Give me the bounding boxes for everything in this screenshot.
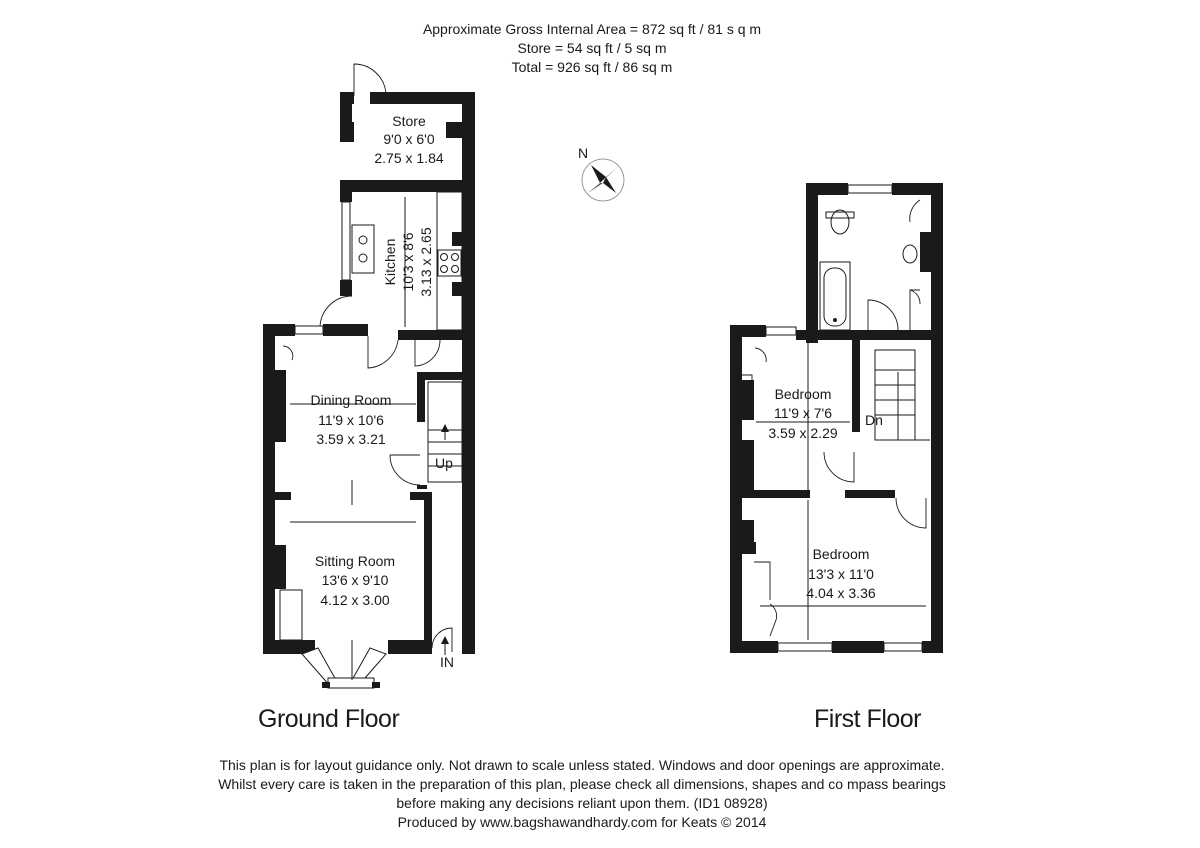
kitchen-metric: 3.13 x 2.65 (418, 227, 434, 296)
disclaimer: This plan is for layout guidance only. N… (0, 756, 1164, 832)
area-summary: Approximate Gross Internal Area = 872 sq… (0, 20, 1184, 77)
ground-floor-plan: Store 9'0 x 6'0 2.75 x 1.84 Kitchen 10'3… (263, 63, 475, 689)
dining-room-metric: 3.59 x 3.21 (316, 431, 385, 447)
sitting-room-metric: 4.12 x 3.00 (320, 592, 389, 608)
dining-room-name: Dining Room (311, 392, 392, 408)
kitchen-imperial: 10'3 x 8'6 (400, 232, 416, 291)
stairs-down-label: Dn (865, 412, 883, 428)
disclaimer-line-3: before making any decisions reliant upon… (396, 795, 768, 811)
ground-floor-title: Ground Floor (258, 705, 400, 733)
sitting-room-name: Sitting Room (315, 553, 395, 569)
bedroom-small-imperial: 11'9 x 7'6 (774, 405, 832, 421)
bedroom-large-imperial: 13'3 x 11'0 (808, 566, 874, 582)
compass-rose-icon: N (578, 145, 625, 202)
total-area: Total = 926 sq ft / 86 sq m (511, 59, 673, 75)
bedroom-large-name: Bedroom (813, 546, 870, 562)
first-floor-title: First Floor (814, 705, 922, 733)
producer-credit: Produced by www.bagshawandhardy.com for … (397, 814, 767, 830)
bedroom-small-metric: 3.59 x 2.29 (768, 425, 837, 441)
store-room-metric: 2.75 x 1.84 (374, 150, 443, 166)
disclaimer-line-1: This plan is for layout guidance only. N… (219, 757, 945, 773)
compass-north-label: N (578, 145, 588, 161)
bedroom-small-name: Bedroom (775, 386, 832, 402)
gross-internal-area: Approximate Gross Internal Area = 872 sq… (422, 21, 762, 37)
sitting-room-imperial: 13'6 x 9'10 (322, 572, 389, 588)
dining-room-imperial: 11'9 x 10'6 (318, 412, 384, 428)
entrance-label: IN (440, 654, 454, 670)
store-area: Store = 54 sq ft / 5 sq m (517, 40, 667, 56)
first-floor-plan: Bedroom 11'9 x 7'6 3.59 x 2.29 Bedroom 1… (730, 183, 943, 653)
store-room-imperial: 9'0 x 6'0 (383, 131, 434, 147)
store-room-name: Store (392, 113, 426, 129)
stairs-up-label: Up (435, 455, 453, 471)
bedroom-large-metric: 4.04 x 3.36 (806, 585, 875, 601)
kitchen-name: Kitchen (382, 239, 398, 286)
disclaimer-line-2: Whilst every care is taken in the prepar… (218, 776, 946, 792)
